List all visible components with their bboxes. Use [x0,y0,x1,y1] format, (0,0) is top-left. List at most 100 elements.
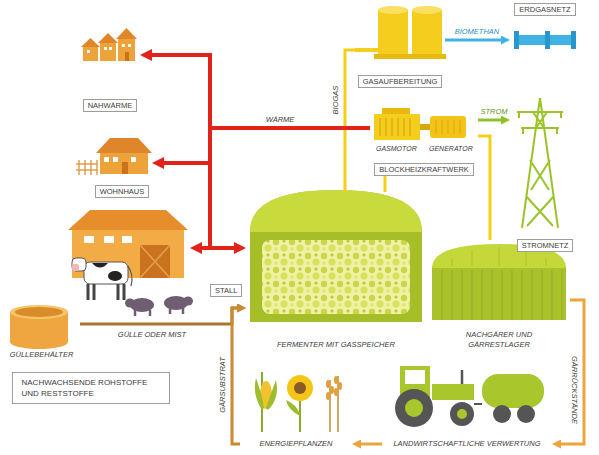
flow-connector [445,39,506,42]
gas-treatment-icon [412,10,442,56]
engine-generator-icon [436,120,460,134]
power-pylon-icon [517,98,563,228]
district-houses-icon [81,38,100,47]
energy-crops-icon [334,388,338,396]
tractor-icon [482,374,544,408]
barn-icon [84,236,94,243]
component-label: NACHGÄRER UND GÄRRESTLAGER [454,330,544,350]
heat-consumer: NAHWÄRME [80,30,140,112]
boxed-label: GASAUFBEREITUNG [358,75,443,88]
engine-generator-icon [374,114,420,140]
power-grid: STROMNETZ [510,95,580,252]
stable: STALL [65,205,190,295]
energy-crops-icon [286,400,300,416]
flow-label: GÄRRÜCKSTÄNDE [570,355,579,425]
flow-label: BIOGAS [331,85,340,116]
tractor-icon [517,405,535,423]
post-fermenter: NACHGÄRER UND GÄRRESTLAGER [428,240,570,350]
post-fermenter-icon [432,266,566,320]
slurry-tank-icon [10,305,68,349]
post-fermenter-icon [442,270,562,320]
farmhouse-icon [113,157,118,162]
farmhouse-icon [100,152,148,174]
boxed-label: NACHWACHSENDE ROHSTOFFE UND RESTSTOFFE [12,372,170,404]
gas-grid: ERDGASNETZ [510,3,580,62]
boxed-label: STROMNETZ [517,239,574,252]
flow-connector [80,308,242,324]
flow-connector [556,300,584,444]
component-label: LANDWIRTSCHAFTLICHE VERWERTUNG [393,439,540,449]
post-fermenter-icon [432,244,566,320]
district-houses-icon [100,42,116,61]
barn-icon [68,210,188,230]
energy-crops-icon [294,382,306,394]
cow-icon [72,264,79,271]
flow-connector [194,128,370,248]
district-houses-icon [87,50,90,53]
component-label: FERMENTER MIT GASSPEICHER [277,340,395,350]
flow-connector [210,128,370,248]
boxed-label: NAHWÄRME [83,99,138,112]
cow-icon [84,262,128,284]
energy-crops-icon [326,380,330,388]
pigs-icon [183,297,193,306]
flow-connector [144,55,370,128]
cow-icon [108,271,122,281]
district-houses-icon [81,28,137,61]
district-houses-icon [125,52,129,61]
gas-treatment-icon [355,6,446,59]
barn-icon [104,236,114,243]
boxed-label: BLOCKHEIZKRAFTWERK [374,163,474,176]
fermenter-icon [262,240,410,314]
tractor-icon [461,370,464,384]
flow-connector [384,176,387,192]
district-houses-icon [128,44,131,47]
tractor-icon [405,370,425,384]
district-houses-icon [104,47,107,50]
district-houses-icon [122,44,125,47]
barn-icon [122,236,132,243]
engine-generator-icon [374,108,466,140]
flow-connector [232,308,242,444]
fermenter-icon [250,190,422,232]
slurry-tank: GÜLLEBEHÄLTER [3,298,80,360]
energy-crops-icon [334,376,338,384]
tractor-icon [457,409,467,419]
barn-icon [140,245,170,278]
farmhouse-icon [96,138,152,153]
farm-use: LANDWIRTSCHAFTLICHE VERWERTUNG [382,352,552,449]
fermenter: FERMENTER MIT GASSPEICHER [246,192,426,350]
slurry-tank-icon [15,307,63,317]
component-label: GÜLLEBEHÄLTER [10,350,74,360]
slurry-tank-icon [10,305,68,319]
energy-crops-icon [287,375,313,401]
boxed-label: WOHNHAUS [95,185,150,198]
farmhouse-icon [76,160,98,175]
component-label: ENERGIEPFLANZEN [260,439,333,449]
energy-crops-icon [266,380,277,410]
energy-crops-icon [326,392,330,400]
district-houses-icon [116,28,137,39]
part-label: GENERATOR [429,145,473,153]
cow-icon [72,258,132,300]
fermenter-icon [250,190,422,322]
energy-crops-icon [255,378,264,410]
engine-generator-icon [380,118,410,136]
flow-label: GÜLLE ODER MIST [117,330,187,339]
tractor-icon [395,366,544,427]
flow-connector [156,128,370,163]
chp-plant: BLOCKHEIZKRAFTWERK [370,106,478,176]
energy-crops-icon [330,386,334,394]
flow-label: WÄRME [265,115,296,124]
flow-label: STROM [479,107,508,116]
engine-generator-icon [382,108,410,114]
gas-treatment-icon [355,48,380,52]
farmhouse-icon [131,157,136,162]
pigs-icon [135,310,150,316]
district-houses-icon [109,47,112,50]
district-houses-icon [83,46,98,61]
cow-icon [92,263,108,268]
energy-crops-icon [255,372,342,432]
gas-treatment-icon [374,54,446,59]
